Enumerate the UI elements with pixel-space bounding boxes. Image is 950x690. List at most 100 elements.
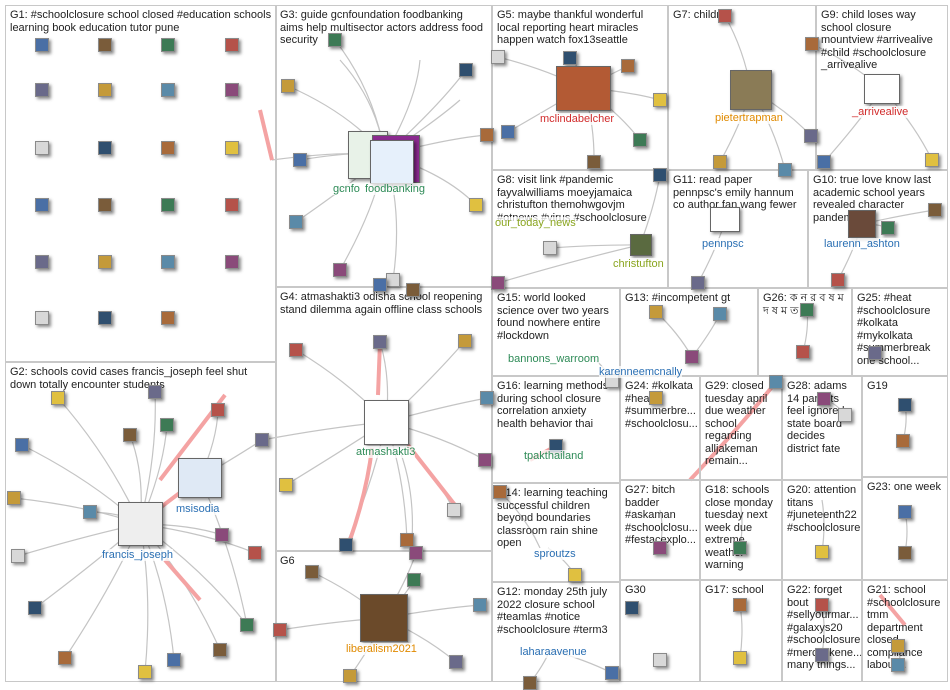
avatar-node[interactable] bbox=[625, 601, 639, 615]
pennpsc-node[interactable] bbox=[710, 207, 740, 232]
avatar-node[interactable] bbox=[161, 141, 175, 155]
avatar-node[interactable] bbox=[343, 669, 357, 683]
laurenn_ashton-node[interactable] bbox=[848, 210, 876, 238]
avatar-node[interactable] bbox=[733, 541, 747, 555]
avatar-node[interactable] bbox=[51, 391, 65, 405]
avatar-node[interactable] bbox=[881, 221, 895, 235]
avatar-node[interactable] bbox=[35, 83, 49, 97]
avatar-node[interactable] bbox=[161, 38, 175, 52]
avatar-node[interactable] bbox=[58, 651, 72, 665]
avatar-node[interactable] bbox=[501, 125, 515, 139]
liberalism2021-node[interactable] bbox=[360, 594, 408, 642]
avatar-node[interactable] bbox=[815, 648, 829, 662]
avatar-node[interactable] bbox=[815, 598, 829, 612]
avatar-node[interactable] bbox=[161, 198, 175, 212]
avatar-node[interactable] bbox=[83, 505, 97, 519]
avatar-node[interactable] bbox=[685, 350, 699, 364]
avatar-node[interactable] bbox=[478, 453, 492, 467]
avatar-node[interactable] bbox=[279, 478, 293, 492]
avatar-node[interactable] bbox=[98, 83, 112, 97]
avatar-node[interactable] bbox=[386, 273, 400, 287]
avatar-node[interactable] bbox=[225, 38, 239, 52]
avatar-node[interactable] bbox=[587, 155, 601, 169]
avatar-node[interactable] bbox=[333, 263, 347, 277]
avatar-node[interactable] bbox=[281, 79, 295, 93]
avatar-node[interactable] bbox=[653, 653, 667, 667]
arrivealive-node[interactable] bbox=[864, 74, 900, 104]
avatar-node[interactable] bbox=[831, 273, 845, 287]
avatar-node[interactable] bbox=[225, 198, 239, 212]
avatar-node[interactable] bbox=[289, 215, 303, 229]
avatar-node[interactable] bbox=[713, 155, 727, 169]
avatar-node[interactable] bbox=[621, 59, 635, 73]
avatar-node[interactable] bbox=[406, 283, 420, 297]
avatar-node[interactable] bbox=[400, 533, 414, 547]
avatar-node[interactable] bbox=[568, 568, 582, 582]
avatar-node[interactable] bbox=[480, 391, 494, 405]
avatar-node[interactable] bbox=[459, 63, 473, 77]
avatar-node[interactable] bbox=[898, 398, 912, 412]
avatar-node[interactable] bbox=[817, 392, 831, 406]
avatar-node[interactable] bbox=[409, 546, 423, 560]
avatar-node[interactable] bbox=[35, 141, 49, 155]
msisodia-node[interactable] bbox=[178, 458, 222, 498]
christufton-node[interactable] bbox=[630, 234, 652, 256]
avatar-node[interactable] bbox=[778, 163, 792, 177]
avatar-node[interactable] bbox=[458, 334, 472, 348]
avatar-node[interactable] bbox=[148, 385, 162, 399]
avatar-node[interactable] bbox=[407, 573, 421, 587]
avatar-node[interactable] bbox=[868, 346, 882, 360]
avatar-node[interactable] bbox=[447, 503, 461, 517]
avatar-node[interactable] bbox=[605, 666, 619, 680]
avatar-node[interactable] bbox=[891, 658, 905, 672]
avatar-node[interactable] bbox=[373, 335, 387, 349]
avatar-node[interactable] bbox=[35, 38, 49, 52]
avatar-node[interactable] bbox=[293, 153, 307, 167]
avatar-node[interactable] bbox=[98, 38, 112, 52]
avatar-node[interactable] bbox=[653, 93, 667, 107]
avatar-node[interactable] bbox=[800, 303, 814, 317]
avatar-node[interactable] bbox=[838, 408, 852, 422]
avatar-node[interactable] bbox=[543, 241, 557, 255]
avatar-node[interactable] bbox=[733, 598, 747, 612]
avatar-node[interactable] bbox=[98, 255, 112, 269]
avatar-node[interactable] bbox=[796, 345, 810, 359]
avatar-node[interactable] bbox=[491, 276, 505, 290]
avatar-node[interactable] bbox=[480, 128, 494, 142]
avatar-node[interactable] bbox=[815, 545, 829, 559]
avatar-node[interactable] bbox=[225, 83, 239, 97]
avatar-node[interactable] bbox=[213, 643, 227, 657]
avatar-node[interactable] bbox=[691, 276, 705, 290]
avatar-node[interactable] bbox=[898, 505, 912, 519]
avatar-node[interactable] bbox=[289, 343, 303, 357]
avatar-node[interactable] bbox=[98, 311, 112, 325]
avatar-node[interactable] bbox=[240, 618, 254, 632]
avatar-node[interactable] bbox=[161, 83, 175, 97]
avatar-node[interactable] bbox=[7, 491, 21, 505]
avatar-node[interactable] bbox=[563, 51, 577, 65]
gcnfo-logo-node[interactable] bbox=[370, 140, 414, 184]
mclindabelcher-node[interactable] bbox=[556, 66, 611, 111]
avatar-node[interactable] bbox=[123, 428, 137, 442]
avatar-node[interactable] bbox=[449, 655, 463, 669]
avatar-node[interactable] bbox=[649, 391, 663, 405]
avatar-node[interactable] bbox=[305, 565, 319, 579]
avatar-node[interactable] bbox=[928, 203, 942, 217]
avatar-node[interactable] bbox=[35, 311, 49, 325]
avatar-node[interactable] bbox=[469, 198, 483, 212]
avatar-node[interactable] bbox=[138, 665, 152, 679]
pietertrapman-node[interactable] bbox=[730, 70, 772, 110]
avatar-node[interactable] bbox=[98, 198, 112, 212]
avatar-node[interactable] bbox=[339, 538, 353, 552]
avatar-node[interactable] bbox=[373, 278, 387, 292]
avatar-node[interactable] bbox=[11, 549, 25, 563]
avatar-node[interactable] bbox=[328, 33, 342, 47]
avatar-node[interactable] bbox=[211, 403, 225, 417]
avatar-node[interactable] bbox=[713, 307, 727, 321]
avatar-node[interactable] bbox=[733, 651, 747, 665]
avatar-node[interactable] bbox=[898, 546, 912, 560]
avatar-node[interactable] bbox=[473, 598, 487, 612]
avatar-node[interactable] bbox=[649, 305, 663, 319]
avatar-node[interactable] bbox=[98, 141, 112, 155]
avatar-node[interactable] bbox=[160, 418, 174, 432]
